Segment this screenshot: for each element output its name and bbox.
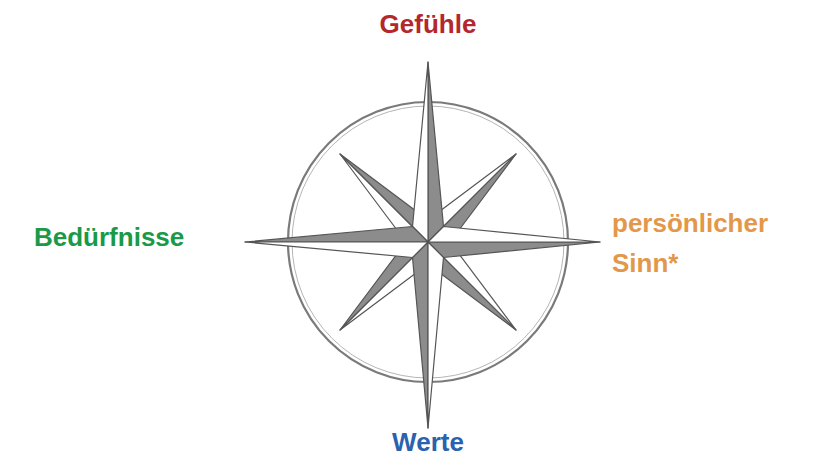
compass-label: persönlicher Sinn* xyxy=(612,203,817,283)
compass-label: Gefühle xyxy=(380,4,477,44)
compass-label: Werte xyxy=(392,422,464,462)
compass-star xyxy=(245,62,600,428)
compass-label: Bedürfnisse xyxy=(34,217,184,257)
